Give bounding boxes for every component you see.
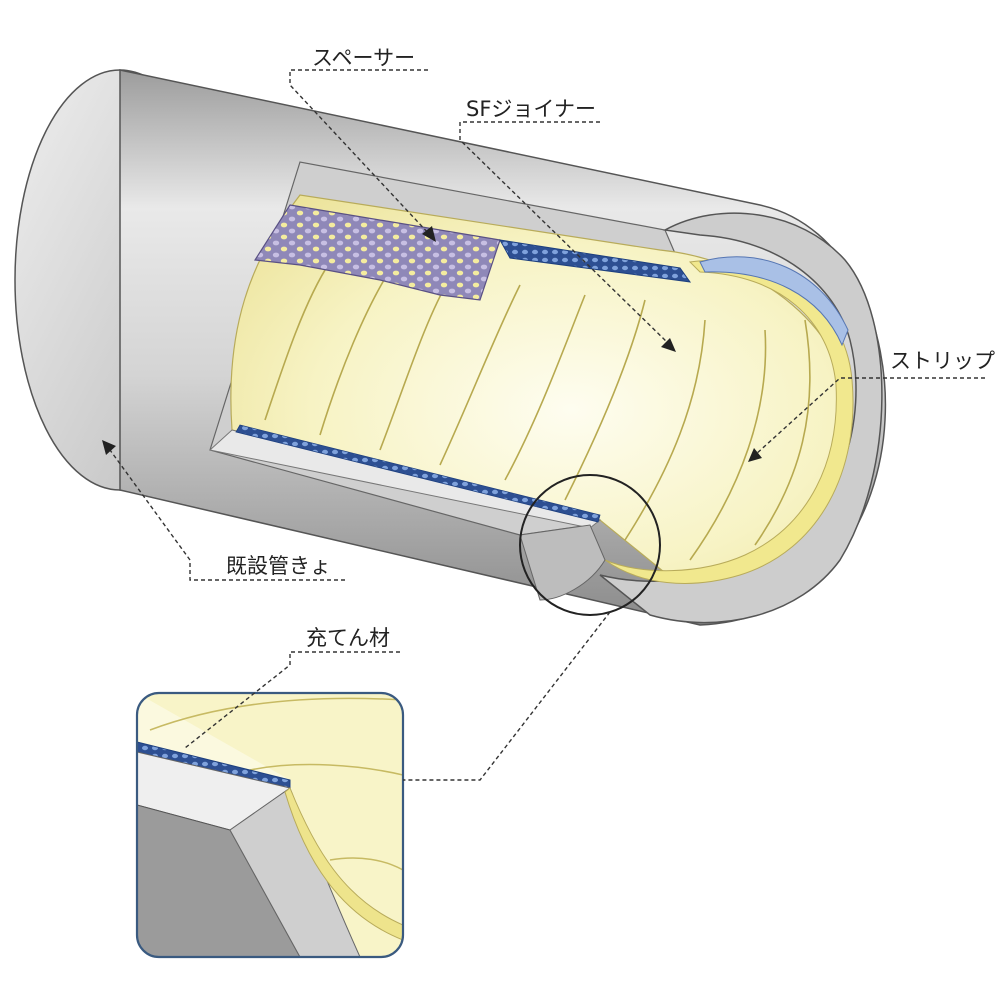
existing-pipe: [14, 69, 887, 626]
inset-pipe-front-face: [137, 804, 301, 957]
label-existing-pipe: 既設管きょ: [226, 554, 331, 578]
cut-corner: [519, 524, 606, 601]
leader-lines: [109, 69, 985, 781]
leader-filler: [184, 651, 400, 749]
inset-detail: [135, 691, 405, 959]
leader-sf-joiner: [459, 121, 671, 346]
zoom-circle: [519, 474, 661, 616]
filler-bottom-band: [235, 424, 601, 523]
label-spacer: スペーサー: [312, 46, 415, 70]
label-sf-joiner: SFジョイナー: [466, 97, 596, 121]
liner-spiral-seams: [264, 261, 811, 561]
leader-spacer: [289, 69, 431, 236]
label-filler: 充てん材: [306, 626, 390, 650]
arrow-sf-joiner: [661, 338, 676, 352]
inset-spiral-1: [149, 697, 403, 731]
arrow-spacer: [422, 226, 436, 242]
inset-border: [135, 691, 405, 959]
leader-existing-pipe: [109, 449, 345, 581]
cut-bottom-face: [208, 429, 602, 529]
leader-zoom: [403, 611, 611, 781]
inset-spiral-3: [329, 857, 403, 871]
arrow-heads: [102, 226, 762, 462]
spacer-mesh: [253, 204, 501, 301]
arrow-existing-pipe: [102, 440, 116, 455]
filler-top-band: [499, 239, 692, 283]
inset-spiral-2: [249, 763, 403, 776]
arrow-strip: [748, 448, 762, 462]
spacer-band: [235, 204, 692, 523]
annular-gap: [699, 256, 849, 347]
label-strip: ストリップ: [890, 349, 995, 373]
